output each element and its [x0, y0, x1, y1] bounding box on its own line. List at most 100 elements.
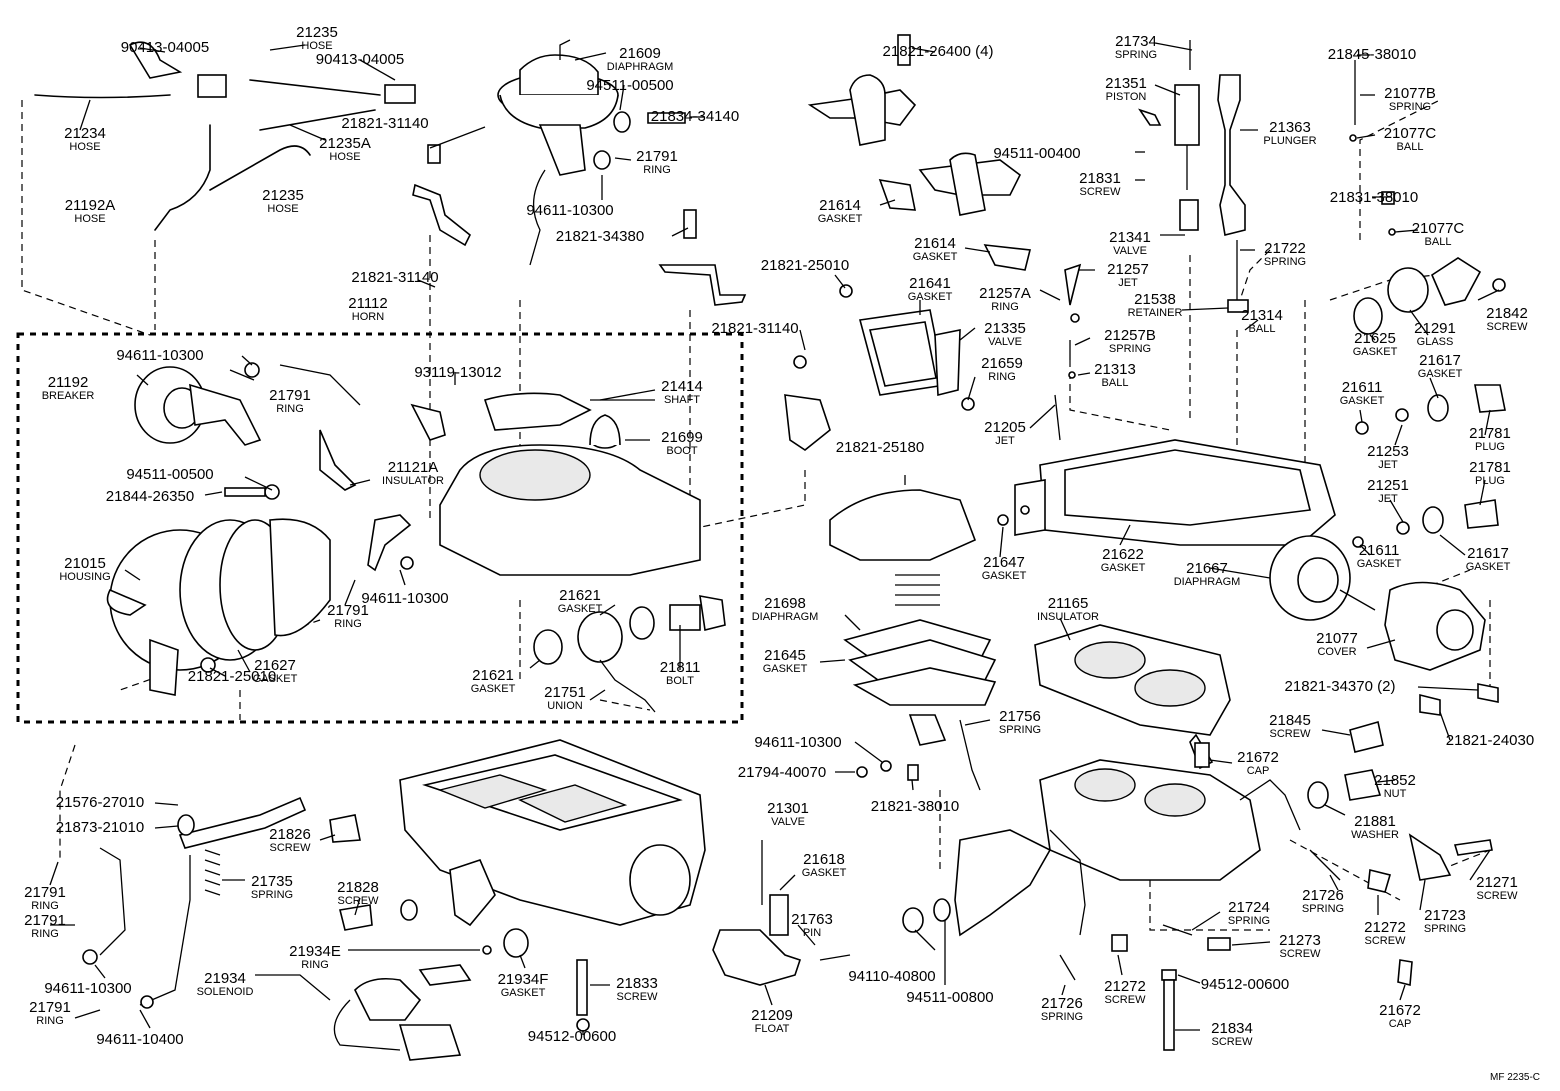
part-number: 21576-27010 — [56, 794, 144, 811]
part-name: SPRING — [1228, 915, 1270, 927]
part-number: 21235 — [262, 187, 304, 204]
part-name: NUT — [1384, 788, 1407, 800]
part-name: SCREW — [1270, 728, 1312, 740]
part-number: 21726 — [1302, 887, 1344, 904]
part-number: 21844-26350 — [106, 488, 194, 505]
part-number: 94611-10300 — [526, 202, 613, 219]
part-name: SPRING — [1109, 343, 1151, 355]
part-name: DIAPHRAGM — [1174, 576, 1241, 588]
part-number: 21667 — [1186, 560, 1228, 577]
part-name: PISTON — [1106, 91, 1147, 103]
part-name: RETAINER — [1128, 307, 1183, 319]
part-number: 21077B — [1384, 85, 1436, 102]
part-label-21821-25010: 21821-25010 — [761, 257, 849, 274]
part-name: DIAPHRAGM — [752, 611, 819, 623]
part-name: SPRING — [1424, 923, 1466, 935]
part-name: CAP — [1247, 765, 1270, 777]
part-name: JET — [995, 435, 1015, 447]
part-number: 21934E — [289, 943, 341, 960]
part-label-21821-31140: 21821-31140 — [711, 320, 798, 337]
part-name: SCREW — [1477, 890, 1519, 902]
part-number: 21272 — [1364, 919, 1406, 936]
part-name: VALVE — [988, 336, 1022, 348]
float-bowl-lower-center — [329, 739, 706, 958]
part-number: 21821-31140 — [711, 320, 798, 337]
part-name: BALL — [1102, 377, 1129, 389]
part-number: 94511-00800 — [906, 989, 993, 1006]
part-name: SPRING — [1041, 1011, 1083, 1023]
part-name: CAP — [1389, 1018, 1412, 1030]
part-number: 94512-00600 — [1201, 976, 1289, 993]
part-number: 94512-00600 — [528, 1028, 616, 1045]
leader-lines — [49, 42, 1500, 1035]
part-number: 90413-04005 — [316, 51, 404, 68]
part-name: RING — [643, 164, 671, 176]
part-number: 21209 — [751, 1007, 793, 1024]
part-number: 21077C — [1384, 125, 1437, 142]
part-number: 93119-13012 — [414, 364, 501, 381]
part-label-94611-10300: 94611-10300 — [44, 980, 131, 997]
part-label-94110-40800: 94110-40800 — [848, 968, 935, 985]
part-number: 21647 — [983, 554, 1025, 571]
part-number: 21414 — [661, 378, 703, 395]
part-number: 94611-10400 — [96, 1031, 183, 1048]
part-number: 21234 — [64, 125, 106, 142]
part-label-94611-10300: 94611-10300 — [361, 590, 448, 607]
upper-right-assembly — [807, 34, 1396, 313]
part-name: SPRING — [1115, 49, 1157, 61]
part-number: 21112 — [348, 295, 388, 312]
part-name: GASKET — [802, 867, 847, 879]
part-name: RING — [276, 403, 304, 415]
part-number: 21781 — [1469, 459, 1511, 476]
part-label-21821-34370-2-: 21821-34370 (2) — [1285, 678, 1396, 695]
part-name: SHAFT — [664, 394, 700, 406]
part-number: 21335 — [984, 320, 1026, 337]
part-number: 21724 — [1228, 899, 1270, 916]
gaskets-and-jets-center — [784, 263, 1082, 451]
part-number: 21734 — [1115, 33, 1157, 50]
main-body-upper — [997, 439, 1336, 546]
part-name: HOSE — [74, 213, 105, 225]
part-label-21821-26400-4-: 21821-26400 (4) — [883, 43, 994, 60]
hose-assembly — [34, 41, 416, 231]
part-number: 21617 — [1419, 352, 1461, 369]
part-name: SPRING — [1264, 256, 1306, 268]
part-name: GASKET — [1466, 561, 1511, 573]
part-number: 94511-00500 — [126, 466, 213, 483]
part-number: 21273 — [1279, 932, 1321, 949]
breaker-21192 — [134, 362, 361, 446]
diaphragm-21609 — [497, 39, 686, 266]
part-number: 94110-40800 — [848, 968, 935, 985]
throttle-body-upper — [224, 392, 701, 576]
part-label-94611-10300: 94611-10300 — [526, 202, 613, 219]
part-number: 21341 — [1109, 229, 1151, 246]
part-name: RING — [36, 1015, 64, 1027]
part-number: 21627 — [254, 657, 296, 674]
